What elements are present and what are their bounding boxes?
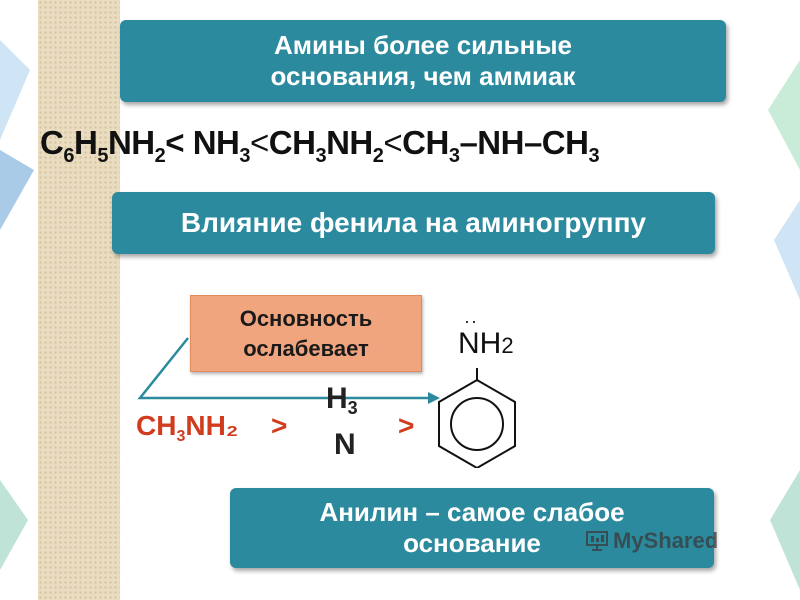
less-than-3: < <box>383 124 403 161</box>
phenyl-influence-text: Влияние фенила на аминогруппу <box>180 207 647 238</box>
greater-than-1: > <box>271 410 288 441</box>
basicity-series-formula: C6H5NH2< NH3<CH3NH2<CH3–NH–CH3 <box>40 124 600 167</box>
title-line-1: Амины более сильные <box>273 30 573 60</box>
myshared-watermark: MyShared <box>585 528 718 554</box>
conclusion-box: Анилин – самое слабое основание <box>230 488 714 568</box>
watermark-text: MyShared <box>613 528 719 553</box>
right-decorative-shapes <box>768 60 800 590</box>
ammonia-n: N <box>334 428 356 461</box>
weakens-line-1: Основность <box>239 305 373 331</box>
tan-side-strip <box>38 0 120 600</box>
less-than-2: < <box>249 124 269 161</box>
greater-than-2: > <box>398 410 415 441</box>
basicity-weakens-box: Основность ослабевает <box>190 295 422 372</box>
lone-pair-dots: ·· <box>464 311 478 331</box>
less-than-1: < <box>165 124 185 161</box>
ammonia-h3: H3 <box>326 382 358 418</box>
presentation-icon <box>586 531 608 551</box>
aniline-nh2-label: NH2 <box>458 327 514 360</box>
conclusion-line-1: Анилин – самое слабое <box>319 497 625 527</box>
benzene-ring <box>438 368 516 468</box>
title-box: Амины более сильные основания, чем аммиа… <box>120 20 726 102</box>
title-line-2: основания, чем аммиак <box>270 61 576 91</box>
phenyl-influence-box: Влияние фенила на аминогруппу <box>112 192 715 254</box>
weakens-line-2: ослабевает <box>243 335 369 361</box>
conclusion-line-2: основание <box>403 528 541 558</box>
methylamine-label: CH3NH₂ <box>136 410 239 445</box>
left-decorative-shapes <box>0 40 34 570</box>
